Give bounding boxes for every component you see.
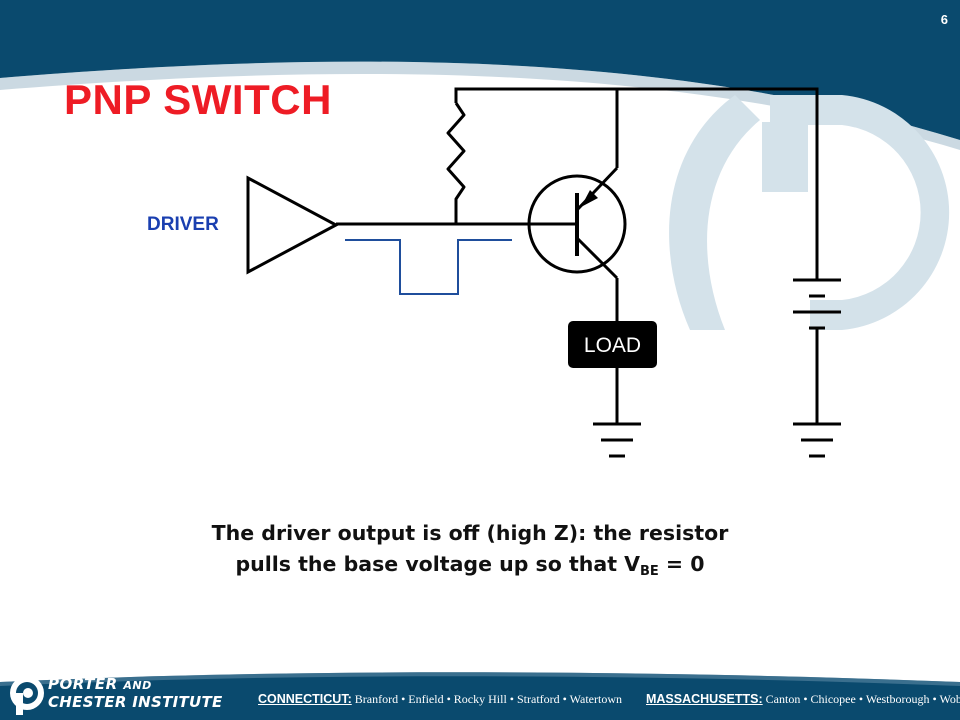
load-label: LOAD (584, 334, 641, 357)
watermark-logo (669, 95, 950, 330)
page-number: 6 (940, 12, 948, 27)
massachusetts-cities: Canton • Chicopee • Westborough • Woburn (765, 692, 960, 706)
caption: The driver output is off (high Z): the r… (100, 518, 840, 580)
caption-line-2: pulls the base voltage up so that VBE = … (100, 549, 840, 580)
caption-subscript: BE (640, 564, 659, 579)
caption-line-2-prefix: pulls the base voltage up so that V (235, 552, 640, 576)
emitter-arrow-icon (581, 190, 598, 207)
pulse-waveform (345, 239, 512, 295)
caption-line-1: The driver output is off (high Z): the r… (211, 521, 729, 545)
brand-line-2: CHESTER INSTITUTE (48, 693, 223, 711)
pnp-transistor-symbol (527, 166, 627, 280)
top-rail-wire (454, 87, 819, 280)
load-box (568, 321, 657, 368)
footer-bar (0, 672, 960, 720)
brand-line-1: PORTER AND (48, 675, 152, 693)
driver-label: DRIVER (147, 214, 219, 235)
driver-buffer-symbol (246, 175, 340, 275)
brand-name: PORTER AND CHESTER INSTITUTE (48, 676, 223, 711)
ground-symbol-left (593, 422, 641, 458)
connecticut-label: CONNECTICUT: (258, 692, 352, 706)
caption-line-2-suffix: = 0 (658, 552, 705, 576)
pull-up-resistor (446, 102, 466, 224)
top-banner (0, 0, 960, 140)
campus-locations: CONNECTICUT: Branford • Enfield • Rocky … (258, 692, 960, 707)
ground-symbol-right (793, 422, 841, 458)
connecticut-cities: Branford • Enfield • Rocky Hill • Stratf… (354, 692, 622, 706)
battery-symbol (793, 278, 841, 330)
slide-title: PNP SWITCH (64, 76, 332, 123)
massachusetts-label: MASSACHUSETTS: (645, 692, 763, 706)
